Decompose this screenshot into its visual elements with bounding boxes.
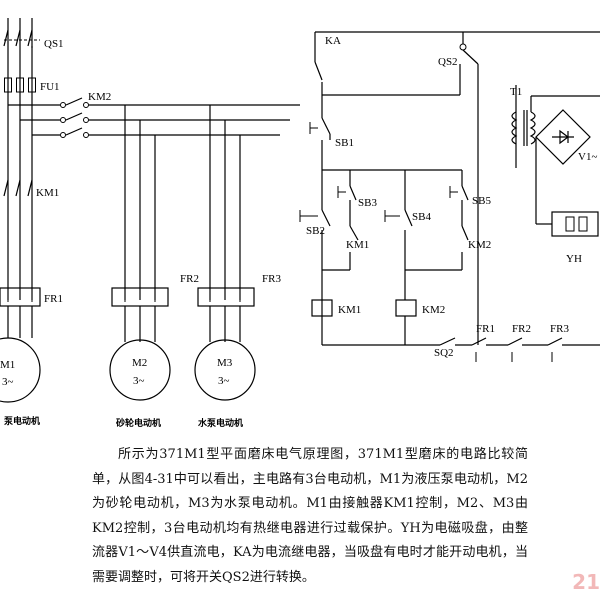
fr2-label: FR2 [180,273,199,285]
qs1-switch [3,29,40,48]
m2-name: 砂轮电动机 [116,417,161,429]
rectifier-v1v4 [535,109,591,165]
sq2-label: SQ2 [434,347,454,359]
v1v4-label: V1~ [578,151,597,163]
km2-main-contacts [60,97,89,138]
description-paragraph: 所示为371M1型平面磨床电气原理图，371M1型磨床的电路比较简单，从图4-3… [92,443,528,590]
km2-main-label: KM2 [88,91,111,103]
transformer-t1 [511,85,536,168]
watermark: 21 [572,570,600,594]
km1-coil-label: KM1 [338,304,361,316]
fr3-thermal [197,287,255,307]
sb5-button [449,185,469,201]
fr3-label: FR3 [262,273,281,285]
motor-m3 [194,339,256,401]
description-text: 所示为371M1型平面磨床电气原理图，371M1型磨床的电路比较简单，从图4-3… [92,447,528,585]
sb1-label: SB1 [335,137,354,149]
control-circuit: KA QS2 SB1 SB2 [299,31,600,362]
sq2-and-fr-contacts [439,337,600,362]
motor-m1 [0,337,41,403]
yh-label: YH [566,253,582,265]
km2-aux-label: KM2 [468,239,491,251]
fr1-ctrl-label: FR1 [476,323,495,335]
ka-label: KA [325,35,341,47]
m3-phase: 3~ [218,375,230,387]
m1-label: M1 [0,359,15,371]
m2-phase: 3~ [133,375,145,387]
sb3-label: SB3 [358,197,377,209]
sb4-label: SB4 [412,211,431,223]
m1-name: 泵电动机 [4,415,40,427]
km1-aux-label: KM1 [346,239,369,251]
motor-m2 [109,339,171,401]
qs2-label: QS2 [438,56,458,68]
km1-main-label: KM1 [36,187,59,199]
sb1-button [309,117,331,140]
yh-chuck [551,211,599,237]
km2-coil-label: KM2 [422,304,445,316]
qs1-label: QS1 [44,38,64,50]
fr3-ctrl-label: FR3 [550,323,569,335]
fr1-label: FR1 [44,293,63,305]
electrical-schematic: QS1 FU1 KM2 [0,18,600,429]
sb5-label: SB5 [472,195,491,207]
sb2-button [299,209,331,227]
sb2-label: SB2 [306,225,325,237]
m1-phase: 3~ [2,376,14,388]
m3-label: M3 [217,357,233,369]
fr2-ctrl-label: FR2 [512,323,531,335]
km2-coil [395,299,417,317]
main-circuit: QS1 FU1 KM2 [0,18,300,429]
fu1-label: FU1 [40,81,60,93]
t1-label: T1 [510,86,522,98]
m2-label: M2 [132,357,147,369]
sb3-button [337,185,357,201]
sb4-button [384,209,413,227]
km1-main-contacts [3,179,33,197]
m3-name: 水泵电动机 [198,417,243,429]
